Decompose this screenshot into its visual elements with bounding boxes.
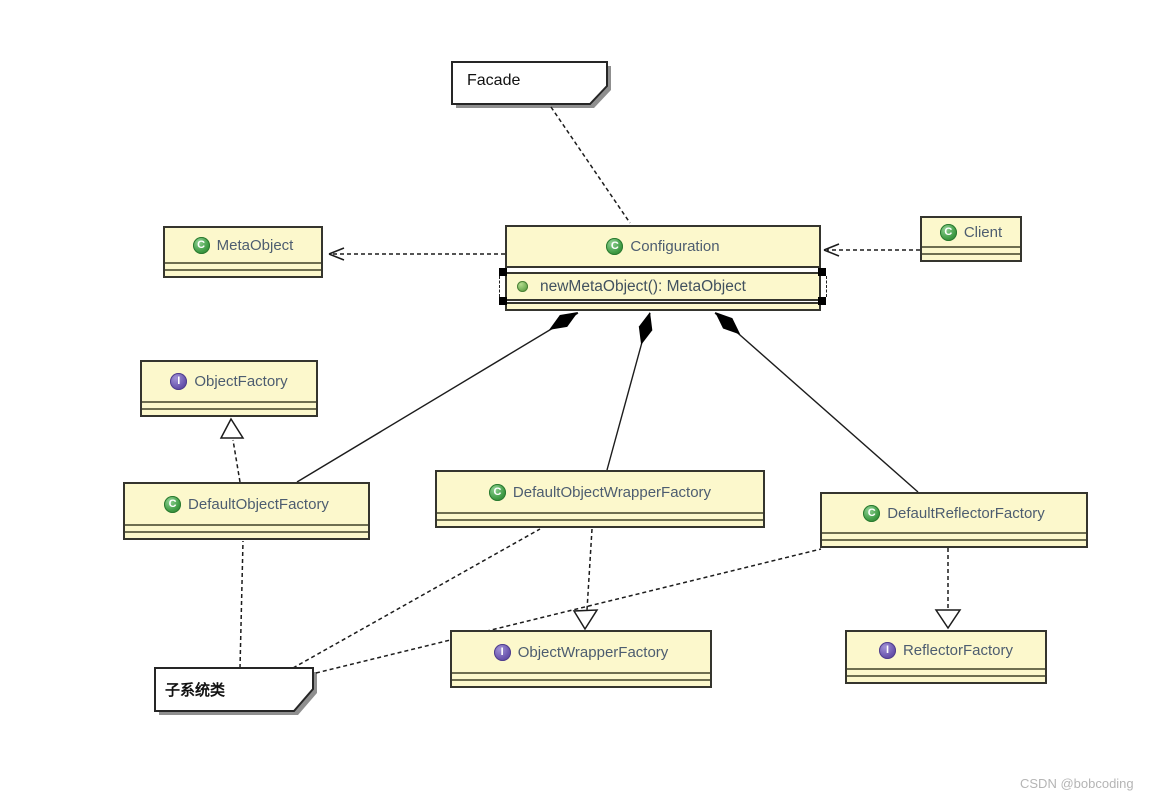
interface-name-label: ReflectorFactory: [902, 641, 1014, 659]
class-defaultobjectwrapperfactory[interactable]: C DefaultObjectWrapperFactory: [435, 470, 765, 528]
attributes-compartment: [452, 672, 710, 679]
class-name-label: DefaultObjectFactory: [188, 495, 329, 513]
class-defaultreflectorfactory[interactable]: C DefaultReflectorFactory: [820, 492, 1088, 548]
methods-compartment: [125, 531, 368, 538]
selection-handle-top-right[interactable]: [818, 268, 826, 276]
methods-compartment: [452, 679, 710, 686]
subsystem-note-shape[interactable]: [154, 667, 314, 712]
methods-compartment: [437, 519, 763, 526]
methods-compartment: [822, 539, 1086, 546]
edge-defaultobjectfactory-objectfactory[interactable]: [219, 417, 245, 483]
interface-icon: I: [493, 643, 511, 661]
interface-objectfactory[interactable]: I ObjectFactory: [140, 360, 318, 417]
class-name-label: MetaObject: [216, 236, 294, 254]
interface-icon: I: [878, 641, 896, 659]
edge-client-configuration[interactable]: [823, 243, 920, 257]
edge-subsystemnote-defaultreflectorfactory[interactable]: [315, 548, 822, 674]
interface-objectwrapperfactory-title: I ObjectWrapperFactory: [452, 632, 710, 672]
method-signature-label: newMetaObject(): MetaObject: [540, 277, 746, 295]
class-configuration[interactable]: C Configuration: [505, 225, 821, 268]
watermark-label: CSDN @bobcoding: [1020, 776, 1134, 791]
methods-compartment: [847, 675, 1045, 682]
attributes-compartment: [125, 524, 368, 531]
class-defaultobjectfactory[interactable]: C DefaultObjectFactory: [123, 482, 370, 540]
class-metaobject[interactable]: C MetaObject: [163, 226, 323, 278]
attributes-compartment: [165, 262, 321, 269]
configuration-bottom-compartment: [505, 302, 821, 311]
configuration-methods-compartment[interactable]: newMetaObject(): MetaObject: [505, 272, 821, 301]
methods-compartment: [922, 253, 1020, 260]
selection-handle-bottom-right[interactable]: [818, 297, 826, 305]
selection-handle-bottom-left[interactable]: [499, 297, 507, 305]
class-icon: C: [863, 504, 881, 522]
facade-note-label: Facade: [467, 72, 521, 89]
edge-configuration-metaobject[interactable]: [328, 247, 505, 261]
edge-configuration-defaultobjectwrapperfactory[interactable]: [606, 310, 657, 471]
methods-compartment: [142, 408, 316, 415]
edge-defaultreflectorfactory-reflectorfactory[interactable]: [934, 548, 962, 630]
class-client[interactable]: C Client: [920, 216, 1022, 262]
attributes-compartment: [822, 532, 1086, 539]
interface-name-label: ObjectWrapperFactory: [517, 643, 669, 661]
edge-configuration-defaultobjectfactory[interactable]: [296, 306, 582, 483]
interface-objectfactory-title: I ObjectFactory: [142, 362, 316, 401]
interface-icon: I: [170, 373, 188, 390]
selection-edge-right: [826, 276, 827, 297]
edge-configuration-defaultreflectorfactory[interactable]: [710, 307, 919, 493]
class-metaobject-title: C MetaObject: [165, 228, 321, 262]
interface-reflectorfactory[interactable]: I ReflectorFactory: [845, 630, 1047, 684]
attributes-compartment: [142, 401, 316, 408]
class-name-label: Client: [963, 223, 1003, 241]
edge-subsystemnote-defaultobjectfactory[interactable]: [239, 540, 244, 669]
attributes-compartment: [922, 246, 1020, 253]
selection-handle-top-left[interactable]: [499, 268, 507, 276]
class-client-title: C Client: [922, 218, 1020, 246]
edge-facade-configuration[interactable]: [550, 106, 631, 224]
class-icon: C: [192, 236, 210, 254]
class-configuration-title: C Configuration: [507, 227, 819, 266]
interface-objectwrapperfactory[interactable]: I ObjectWrapperFactory: [450, 630, 712, 688]
class-icon: C: [488, 483, 506, 501]
selection-edge-left: [499, 276, 500, 297]
attributes-compartment: [847, 668, 1045, 675]
methods-compartment: [165, 269, 321, 276]
interface-reflectorfactory-title: I ReflectorFactory: [847, 632, 1045, 668]
class-icon: C: [939, 223, 957, 241]
edge-subsystemnote-defaultobjectwrapperfactory[interactable]: [292, 528, 541, 669]
class-defaultreflectorfactory-title: C DefaultReflectorFactory: [822, 494, 1086, 532]
public-method-icon: [517, 281, 528, 292]
class-name-label: DefaultReflectorFactory: [887, 504, 1045, 522]
class-icon: C: [606, 238, 624, 255]
subsystem-note-label: 子系统类: [165, 682, 226, 699]
class-name-label: Configuration: [630, 238, 720, 255]
class-defaultobjectwrapperfactory-title: C DefaultObjectWrapperFactory: [437, 472, 763, 512]
class-icon: C: [164, 495, 182, 513]
class-defaultobjectfactory-title: C DefaultObjectFactory: [125, 484, 368, 524]
attributes-compartment: [437, 512, 763, 519]
class-name-label: DefaultObjectWrapperFactory: [512, 483, 712, 501]
facade-note-shape[interactable]: [451, 61, 608, 105]
edge-defaultobjectwrapperfactory-objectwrapperfactory[interactable]: [572, 528, 599, 631]
interface-name-label: ObjectFactory: [194, 373, 288, 390]
